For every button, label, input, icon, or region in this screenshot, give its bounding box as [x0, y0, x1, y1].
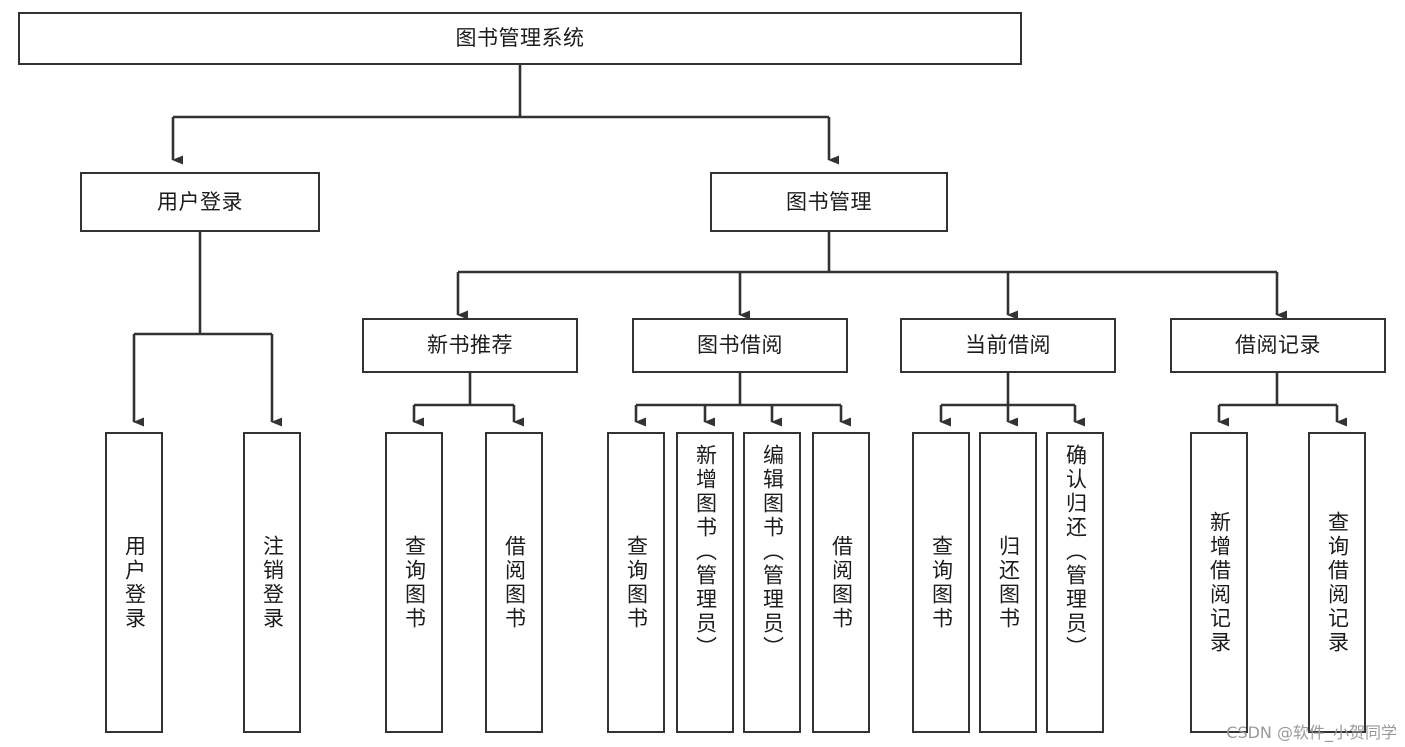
node-label: 确认归还（管理员） — [1063, 444, 1088, 660]
node-borrow-record[interactable]: 借阅记录 — [1170, 318, 1386, 373]
leaf-query-book-recommend[interactable]: 查询图书 — [385, 432, 443, 733]
node-label: 当前借阅 — [965, 333, 1051, 358]
node-label: 图书管理 — [786, 189, 872, 214]
node-label: 借阅记录 — [1235, 333, 1321, 358]
node-current-borrow[interactable]: 当前借阅 — [900, 318, 1116, 373]
node-label: 用户登录 — [122, 534, 147, 631]
node-label: 注销登录 — [260, 534, 285, 631]
node-label: 查询图书 — [402, 534, 427, 631]
leaf-query-book-current[interactable]: 查询图书 — [912, 432, 970, 733]
node-book-borrow[interactable]: 图书借阅 — [632, 318, 848, 373]
node-label: 查询图书 — [929, 534, 954, 631]
node-label: 图书管理系统 — [455, 26, 585, 51]
leaf-return-book[interactable]: 归还图书 — [979, 432, 1037, 733]
leaf-borrow-book-recommend[interactable]: 借阅图书 — [485, 432, 543, 733]
leaf-edit-book-admin[interactable]: 编辑图书（管理员） — [743, 432, 801, 733]
node-book-management[interactable]: 图书管理 — [710, 172, 948, 232]
node-label: 借阅图书 — [502, 534, 527, 631]
node-label: 查询图书 — [624, 534, 649, 631]
node-label: 用户登录 — [157, 189, 243, 214]
leaf-user-login[interactable]: 用户登录 — [105, 432, 163, 733]
node-label: 归还图书 — [996, 534, 1021, 631]
node-user-login[interactable]: 用户登录 — [80, 172, 320, 232]
leaf-confirm-return-admin[interactable]: 确认归还（管理员） — [1046, 432, 1104, 733]
leaf-query-book-borrow[interactable]: 查询图书 — [607, 432, 665, 733]
node-label: 图书借阅 — [697, 333, 783, 358]
node-label: 新书推荐 — [427, 333, 513, 358]
node-label: 编辑图书（管理员） — [760, 444, 785, 660]
node-new-book-recommend[interactable]: 新书推荐 — [362, 318, 578, 373]
leaf-borrow-book[interactable]: 借阅图书 — [812, 432, 870, 733]
node-label: 新增借阅记录 — [1207, 510, 1232, 655]
node-root-system[interactable]: 图书管理系统 — [18, 12, 1022, 65]
node-label: 借阅图书 — [829, 534, 854, 631]
node-label: 新增图书（管理员） — [693, 444, 718, 660]
leaf-query-borrow-record[interactable]: 查询借阅记录 — [1308, 432, 1366, 733]
leaf-add-borrow-record[interactable]: 新增借阅记录 — [1190, 432, 1248, 733]
node-label: 查询借阅记录 — [1325, 510, 1350, 655]
watermark-text: CSDN @软件_小贺同学 — [1226, 723, 1397, 742]
leaf-user-logout[interactable]: 注销登录 — [243, 432, 301, 733]
leaf-add-book-admin[interactable]: 新增图书（管理员） — [676, 432, 734, 733]
